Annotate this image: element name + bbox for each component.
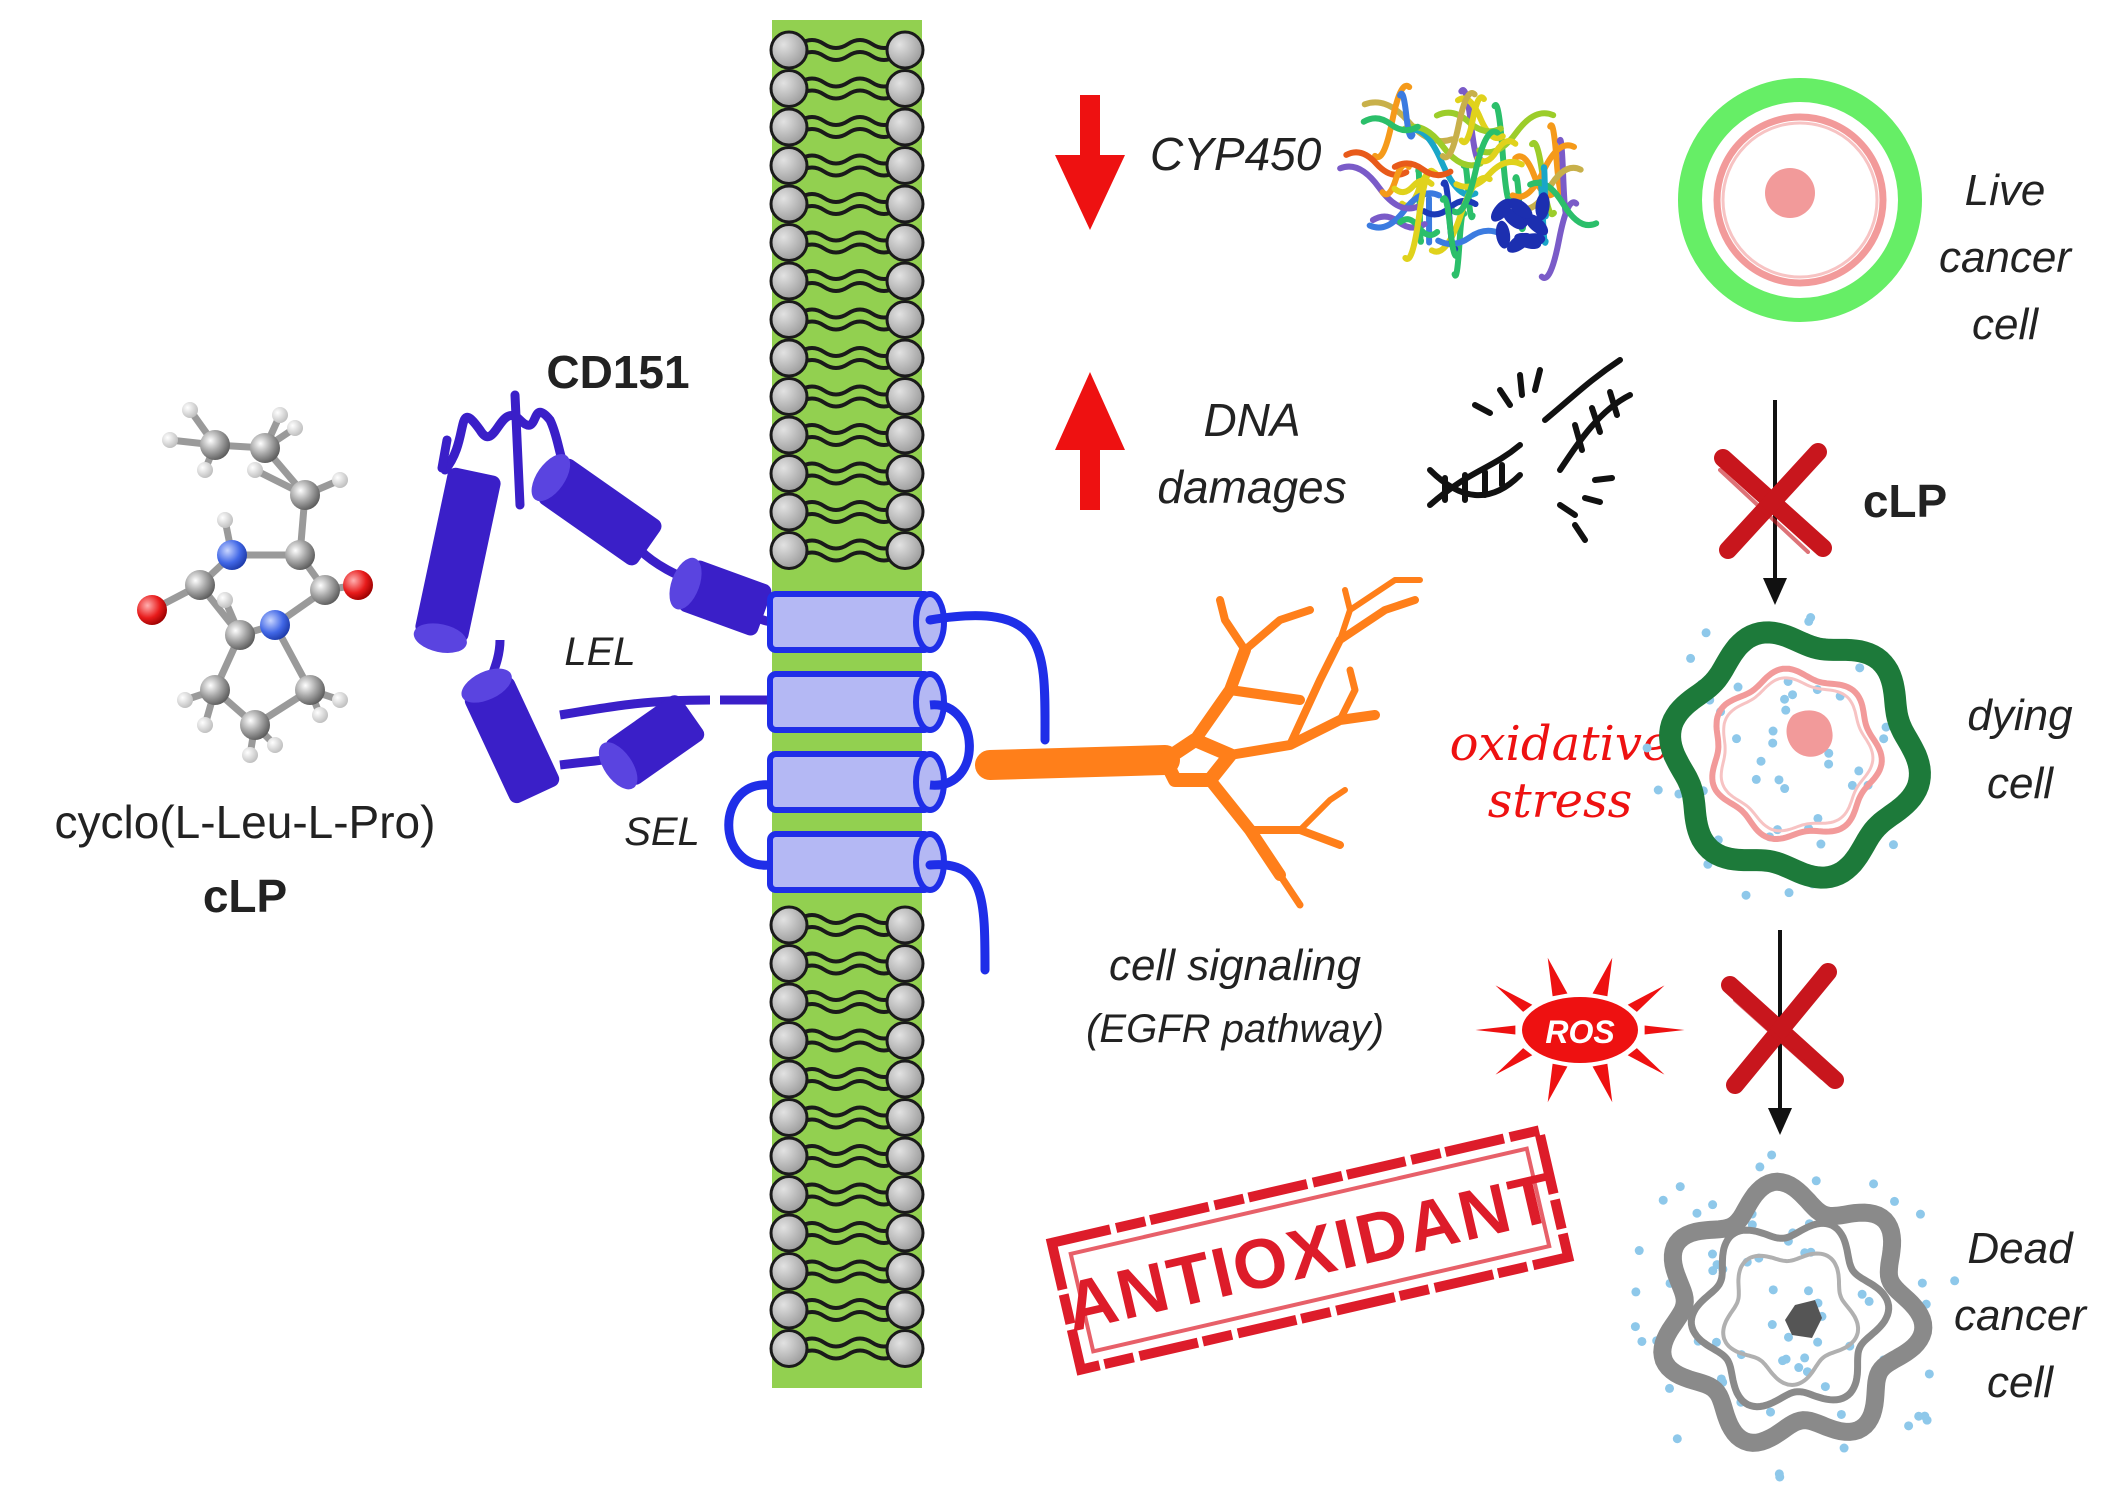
lipid-pair <box>769 905 925 945</box>
lipid-pair <box>769 223 925 262</box>
lipid-pair <box>769 415 925 455</box>
blocked-x-icon-1 <box>1714 443 1832 559</box>
lipid-rows-upper <box>769 30 925 570</box>
lel-helix-3 <box>669 557 772 636</box>
lipid-pair <box>769 107 925 147</box>
c-terminal-tail <box>925 611 1050 745</box>
live-cell-label-line1: Live <box>1965 166 2046 215</box>
tm-helix <box>767 831 947 893</box>
lipid-pair <box>769 1290 925 1330</box>
cyclo-leu-pro-molecule-model <box>137 402 373 763</box>
lipid-pair <box>769 1213 925 1253</box>
lipid-pair <box>769 1175 925 1214</box>
n-terminal-tail <box>925 860 990 975</box>
dying-cell-label-line2: cell <box>1987 759 2054 808</box>
lipid-pair <box>769 184 925 224</box>
down-arrow-icon <box>1055 95 1125 230</box>
sel-helix-2 <box>598 695 705 790</box>
lipid-pair <box>769 492 925 532</box>
cyp450-label: CYP450 <box>1150 128 1322 180</box>
up-arrow-icon <box>1055 372 1125 510</box>
oxidative-stress-label-line2: stress <box>1488 773 1633 829</box>
lel-helix-1 <box>413 467 501 653</box>
antioxidant-stamp: ANTIOXIDANT <box>1045 1124 1575 1376</box>
cell-signaling-branch-icon <box>975 577 1423 909</box>
blocked-x-icon-2 <box>1721 963 1844 1094</box>
lipid-pair <box>769 1252 925 1291</box>
intracellular-loop-right <box>929 700 974 790</box>
lipid-pair <box>769 944 925 983</box>
dying-cell-icon <box>1642 613 1931 900</box>
clp-block-label: cLP <box>1863 475 1947 527</box>
lipid-pair <box>769 338 925 378</box>
lipid-pair <box>769 454 925 493</box>
ros-burst-icon: ROS <box>1475 957 1685 1103</box>
lipid-pair <box>769 146 925 185</box>
lipid-pair <box>769 1136 925 1176</box>
tm-helix <box>767 671 947 733</box>
live-cell-label-line2: cancer <box>1939 233 2073 282</box>
cell-signaling-label: cell signaling <box>1109 941 1361 990</box>
dna-label-line2: damages <box>1157 461 1346 513</box>
lipid-pair <box>769 982 925 1022</box>
lipid-rows-lower <box>769 905 925 1368</box>
sel-label: SEL <box>624 810 700 854</box>
lipid-pair <box>769 30 925 70</box>
lipid-pair <box>769 1329 925 1368</box>
lipid-pair <box>769 261 925 301</box>
molecule-name: cyclo(L-Leu-L-Pro) <box>55 796 436 848</box>
lipid-pair <box>769 300 925 339</box>
tm-helix <box>767 751 947 813</box>
dead-cell-label-line3: cell <box>1987 1358 2054 1407</box>
cd151-tetraspanin-protein <box>413 390 1050 975</box>
oxidative-stress-label-line1: oxidative <box>1450 716 1671 772</box>
dead-cell-label-line1: Dead <box>1967 1224 2074 1273</box>
lipid-pair <box>769 69 925 108</box>
egfr-pathway-label: (EGFR pathway) <box>1086 1007 1384 1051</box>
live-cancer-cell-icon <box>1678 78 1922 322</box>
lel-helix-2 <box>531 454 662 566</box>
lipid-pair <box>769 1098 925 1137</box>
lel-label: LEL <box>564 630 635 674</box>
intracellular-loop-left <box>724 780 771 870</box>
cd151-label: CD151 <box>546 346 689 398</box>
dying-cell-label-line1: dying <box>1967 691 2073 740</box>
lipid-pair <box>769 1059 925 1099</box>
live-cell-label-line3: cell <box>1972 300 2039 349</box>
dna-label-line1: DNA <box>1203 394 1300 446</box>
lipid-pair <box>769 531 925 570</box>
sel-helix-1 <box>461 668 560 804</box>
transmembrane-helices <box>767 591 947 893</box>
ros-label: ROS <box>1545 1014 1615 1050</box>
broken-dna-icon <box>1427 357 1633 543</box>
molecule-abbreviation: cLP <box>203 870 287 922</box>
tm-helix <box>767 591 947 653</box>
lipid-pair <box>769 377 925 416</box>
lipid-pair <box>769 1021 925 1060</box>
cyp450-protein-structure-icon <box>1337 82 1600 281</box>
dead-cell-label-line2: cancer <box>1954 1291 2088 1340</box>
dead-cancer-cell-icon <box>1630 1150 1960 1482</box>
